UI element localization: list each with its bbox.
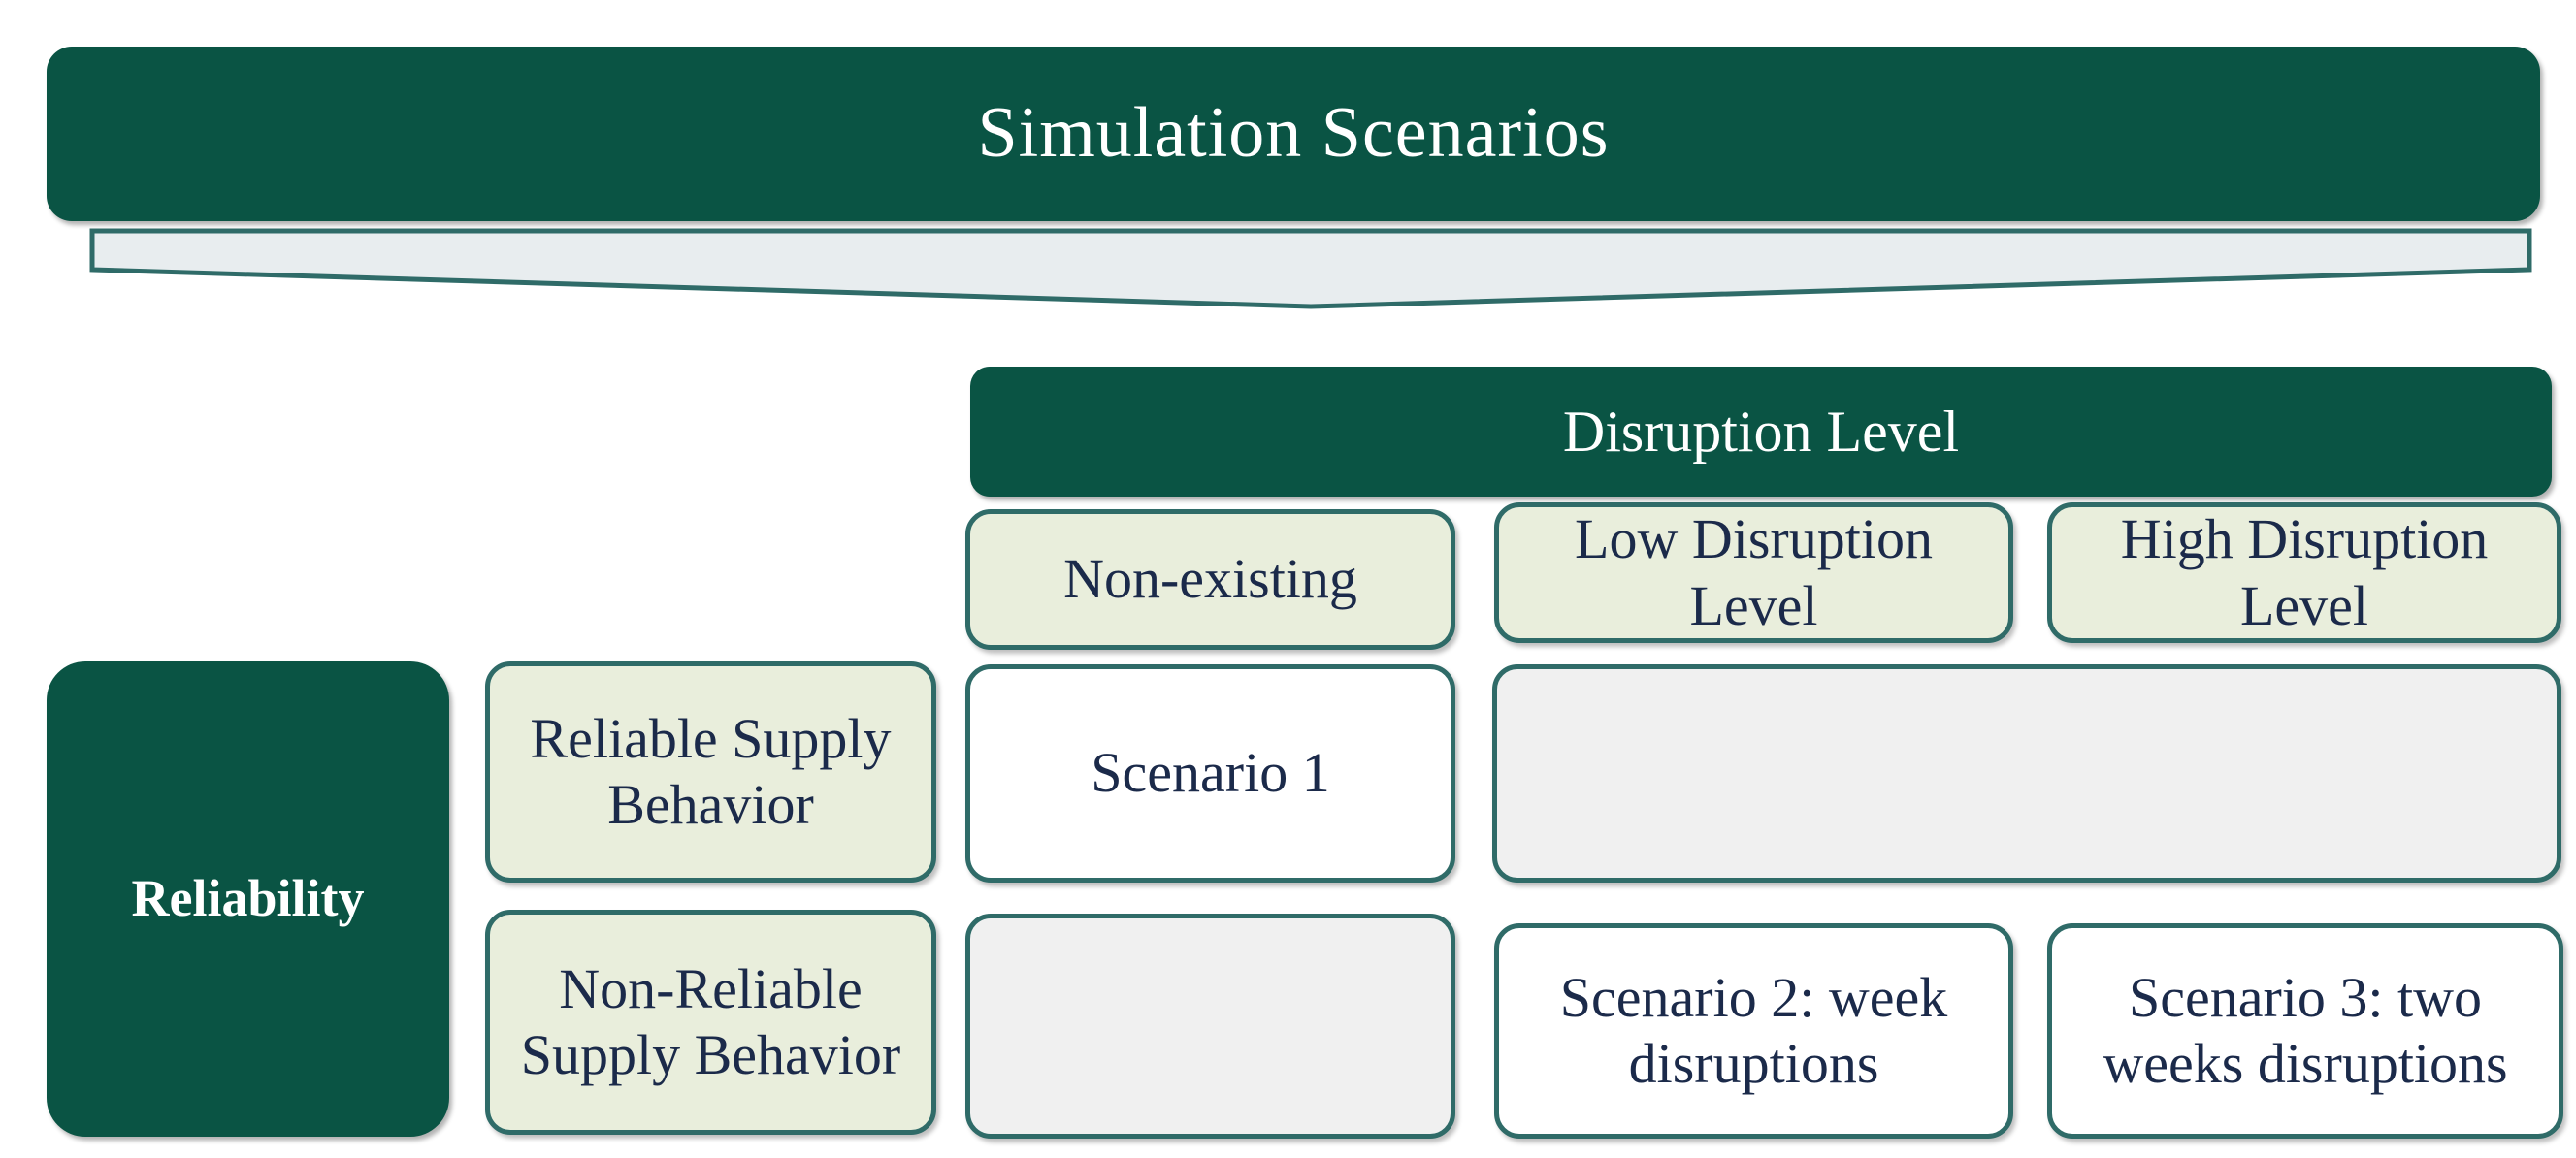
cell-label: Scenario 1: [1091, 741, 1330, 805]
cell-non-reliable-low-disruption: Scenario 2: week disruptions: [1494, 923, 2013, 1139]
row-axis-title-text: Reliability: [131, 869, 365, 928]
column-header-low-disruption: Low Disruption Level: [1494, 502, 2013, 643]
cell-label: Scenario 3: two weeks disruptions: [2103, 965, 2508, 1095]
row-header-label: Reliable Supply Behavior: [530, 706, 892, 836]
down-chevron-icon: [92, 231, 2529, 306]
cell-non-reliable-high-disruption: Scenario 3: two weeks disruptions: [2047, 923, 2563, 1139]
column-axis-title-text: Disruption Level: [1562, 399, 1960, 464]
column-header-label: High Disruption Level: [2120, 507, 2489, 637]
column-axis-title: Disruption Level: [970, 367, 2552, 497]
row-header-non-reliable-supply-behavior: Non-Reliable Supply Behavior: [485, 910, 936, 1135]
column-header-label: Non-existing: [1063, 547, 1357, 611]
cell-reliable-disrupted-merged-empty: [1492, 664, 2561, 883]
cell-non-reliable-non-existing-empty: [965, 914, 1455, 1139]
row-header-label: Non-Reliable Supply Behavior: [520, 956, 901, 1086]
diagram-title-text: Simulation Scenarios: [977, 93, 1610, 174]
down-chevron-connector: [92, 231, 2529, 306]
row-header-reliable-supply-behavior: Reliable Supply Behavior: [485, 661, 936, 883]
row-axis-title: Reliability: [47, 661, 449, 1137]
diagram-title-banner: Simulation Scenarios: [47, 47, 2540, 221]
cell-label: Scenario 2: week disruptions: [1559, 965, 1948, 1095]
column-header-non-existing: Non-existing: [965, 509, 1455, 650]
column-header-high-disruption: High Disruption Level: [2047, 502, 2561, 643]
cell-reliable-non-existing: Scenario 1: [965, 664, 1455, 883]
column-header-label: Low Disruption Level: [1575, 507, 1933, 637]
